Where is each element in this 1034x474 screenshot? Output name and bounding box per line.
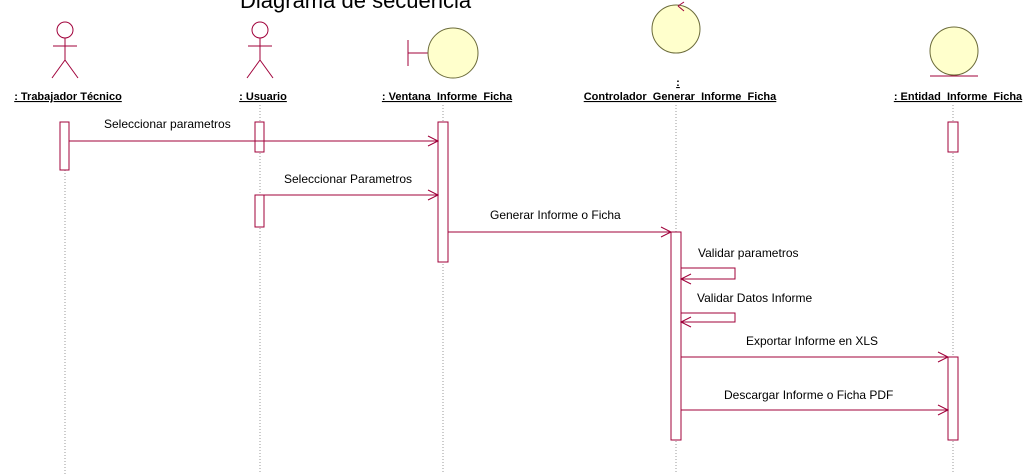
- arrowhead-7: [937, 404, 950, 416]
- actor-usuario-icon: [246, 21, 274, 79]
- activation-usuario-2: [254, 194, 265, 228]
- control-controlador-icon: [651, 1, 701, 54]
- activation-entidad-2: [947, 356, 959, 441]
- participant-prefix-controlador: :: [676, 77, 680, 89]
- message-label-1: Seleccionar parametros: [104, 117, 231, 131]
- participant-label-entidad: : Entidad_Informe_Ficha: [894, 91, 1023, 103]
- activation-usuario-1: [254, 121, 265, 153]
- message-label-3: Generar Informe o Ficha: [490, 208, 621, 222]
- message-label-5: Validar Datos Informe: [697, 291, 812, 305]
- arrowhead-1: [427, 135, 440, 147]
- message-arrow-4: [681, 267, 736, 280]
- arrowhead-3: [660, 226, 673, 238]
- participant-label-trabajador: : Trabajador Técnico: [14, 91, 122, 103]
- arrowhead-4: [679, 273, 692, 285]
- entity-entidad-icon: [929, 26, 979, 77]
- participant-label-ventana: : Ventana_Informe_Ficha: [382, 91, 513, 103]
- participant-label-controlador: Controlador_Generar_Informe_Ficha: [584, 91, 777, 103]
- activation-trabajador: [59, 121, 70, 171]
- activation-entidad-1: [947, 121, 959, 153]
- message-label-4: Validar parametros: [698, 246, 799, 260]
- message-label-7: Descargar Informe o Ficha PDF: [724, 388, 893, 402]
- arrowhead-6: [937, 351, 950, 363]
- diagram-title: Diagrama de secuencia: [240, 0, 472, 13]
- arrowhead-2: [427, 189, 440, 201]
- activation-controlador: [670, 231, 682, 441]
- arrowhead-5: [679, 316, 692, 328]
- actor-trabajador-icon: [51, 21, 79, 79]
- message-label-2: Seleccionar Parametros: [284, 172, 412, 186]
- activation-ventana: [437, 121, 449, 263]
- boundary-ventana-icon: [407, 27, 479, 79]
- message-label-6: Exportar Informe en XLS: [746, 334, 878, 348]
- participant-label-usuario: : Usuario: [239, 91, 287, 103]
- message-arrow-5: [681, 312, 736, 323]
